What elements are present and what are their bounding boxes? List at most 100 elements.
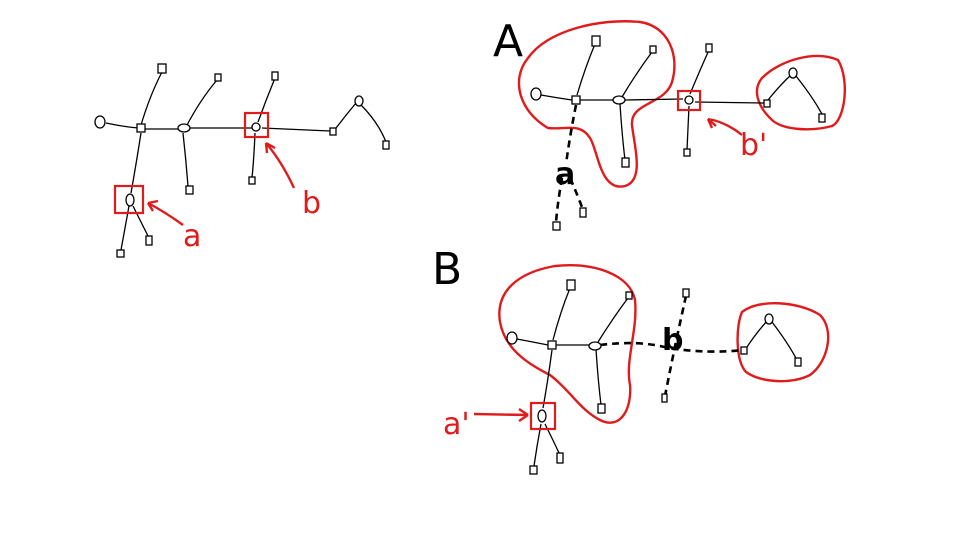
- edge: [686, 105, 690, 151]
- edge: [540, 94, 573, 101]
- tree-node: [177, 123, 191, 133]
- tree-node: [588, 341, 602, 351]
- panel-a-tree: A a b': [493, 16, 846, 231]
- edge: [261, 127, 331, 132]
- tree-node: [157, 63, 167, 74]
- edge: [744, 319, 769, 351]
- removed-edge: [568, 177, 585, 211]
- tree-node: [740, 346, 748, 355]
- edge: [185, 79, 218, 128]
- edge: [694, 101, 766, 104]
- panel-b-title: B: [432, 244, 462, 295]
- edge: [552, 287, 571, 341]
- tree-node: [552, 221, 561, 231]
- panel-b-tree: B a' b: [432, 244, 830, 475]
- edge: [120, 205, 130, 251]
- removed-edge: [599, 341, 743, 353]
- tree-node: [566, 279, 576, 291]
- tree-node: [94, 115, 106, 129]
- tree-node: [621, 157, 630, 168]
- tree-node: [530, 87, 542, 101]
- highlight-box-a-prime: [529, 401, 557, 431]
- arrow-to-b-prime: [706, 117, 743, 136]
- edge: [576, 43, 596, 96]
- panel-a-title: A: [493, 16, 523, 67]
- tree-node: [649, 45, 657, 54]
- tree-node: [818, 113, 826, 123]
- edge: [257, 77, 276, 123]
- edge: [105, 122, 140, 129]
- tree-node: [329, 127, 337, 136]
- label-a: a: [183, 219, 201, 254]
- tree-node: [764, 313, 774, 325]
- tree-node: [248, 176, 256, 185]
- edge: [251, 132, 256, 179]
- subtree-blob-right: [755, 54, 846, 131]
- edge: [771, 321, 798, 361]
- label-b: b: [302, 186, 321, 221]
- tree-node: [597, 403, 606, 414]
- tree-node: [271, 71, 279, 81]
- tree-node: [556, 452, 564, 464]
- subtree-blob-left: [498, 264, 637, 424]
- tree-node: [661, 393, 668, 403]
- tree-node: [382, 140, 390, 150]
- edge: [767, 73, 793, 101]
- tree-node: [185, 185, 194, 195]
- tree-node: [612, 95, 626, 105]
- tree-node: [591, 35, 601, 47]
- tree-node: [214, 73, 222, 82]
- edge: [140, 71, 163, 126]
- tree-node: [136, 123, 146, 133]
- tree-node: [125, 193, 135, 207]
- highlight-box-b: [243, 111, 270, 139]
- edge: [597, 297, 629, 343]
- tree-node: [354, 95, 364, 107]
- tree-node: [506, 331, 518, 345]
- tree-node: [625, 291, 633, 300]
- tree-node: [547, 340, 557, 350]
- edge: [621, 51, 653, 98]
- tree-node: [571, 95, 581, 105]
- label-a-detached: a: [555, 157, 575, 192]
- removed-edge: [554, 177, 564, 223]
- tree-node: [251, 122, 261, 132]
- arrow-to-a: [146, 199, 184, 226]
- tree-node: [684, 95, 694, 105]
- edge: [533, 423, 542, 467]
- subtree-blob-left: [517, 20, 676, 188]
- highlight-box-a: [113, 184, 145, 215]
- tree-node: [682, 288, 690, 298]
- tree-node: [788, 67, 798, 79]
- edge: [132, 205, 149, 237]
- edge: [795, 75, 823, 115]
- original-tree: a b: [94, 63, 390, 258]
- edge: [516, 338, 549, 346]
- arrow-to-a-prime: [473, 408, 529, 422]
- label-a-prime: a': [443, 407, 470, 442]
- tree-node: [763, 99, 771, 108]
- tree-node: [537, 409, 547, 423]
- edge: [360, 104, 387, 143]
- edge: [595, 348, 602, 406]
- edge: [335, 102, 357, 129]
- label-b-detached: b: [662, 323, 683, 358]
- tree-node: [794, 357, 802, 367]
- removed-edge: [663, 295, 688, 397]
- edge: [182, 132, 189, 187]
- removed-edge: [564, 104, 578, 165]
- tree-node: [116, 249, 125, 258]
- tree-node: [705, 43, 713, 53]
- edge: [623, 98, 684, 101]
- edge: [130, 132, 142, 194]
- edge: [619, 103, 626, 161]
- subtree-blob-right: [736, 302, 830, 383]
- edge: [689, 49, 710, 95]
- arrow-to-b: [264, 141, 296, 189]
- tree-node: [579, 207, 587, 218]
- tree-node: [683, 148, 691, 157]
- tree-node: [145, 235, 153, 246]
- highlight-box-b-prime: [676, 89, 702, 112]
- edge: [542, 349, 553, 409]
